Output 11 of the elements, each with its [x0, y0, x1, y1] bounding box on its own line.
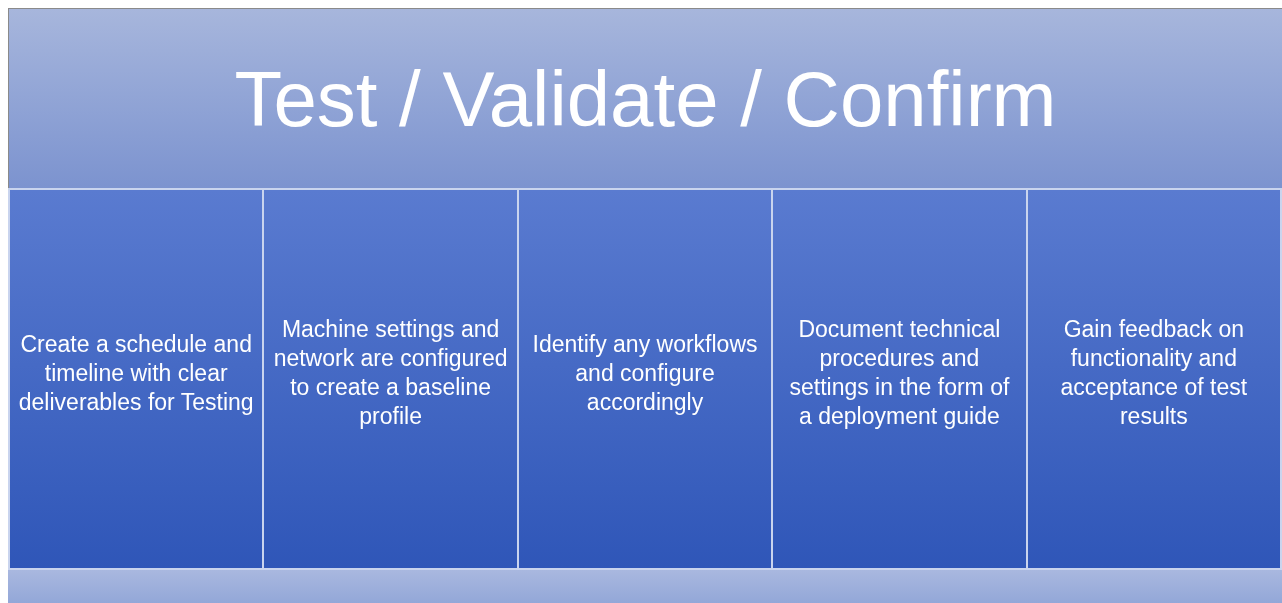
step-text: Create a schedule and timeline with clear deliverables for Testing — [18, 329, 255, 417]
step-text: Document technical procedures and settings in the form of a deployment guide — [788, 315, 1011, 431]
step-box — [518, 190, 772, 568]
step-box — [264, 190, 517, 568]
step-box — [773, 190, 1026, 568]
step-text: Machine settings and network are configured to create a baseline profile — [272, 315, 509, 431]
step-text: Gain feedback on functionality and acceptance of test results — [1059, 315, 1249, 431]
step-text: Identify any workflows and configure accordingly — [531, 329, 759, 417]
title: Test / Validate / Confirm — [234, 53, 1057, 144]
step-box — [10, 190, 263, 568]
step-box — [1027, 190, 1281, 568]
